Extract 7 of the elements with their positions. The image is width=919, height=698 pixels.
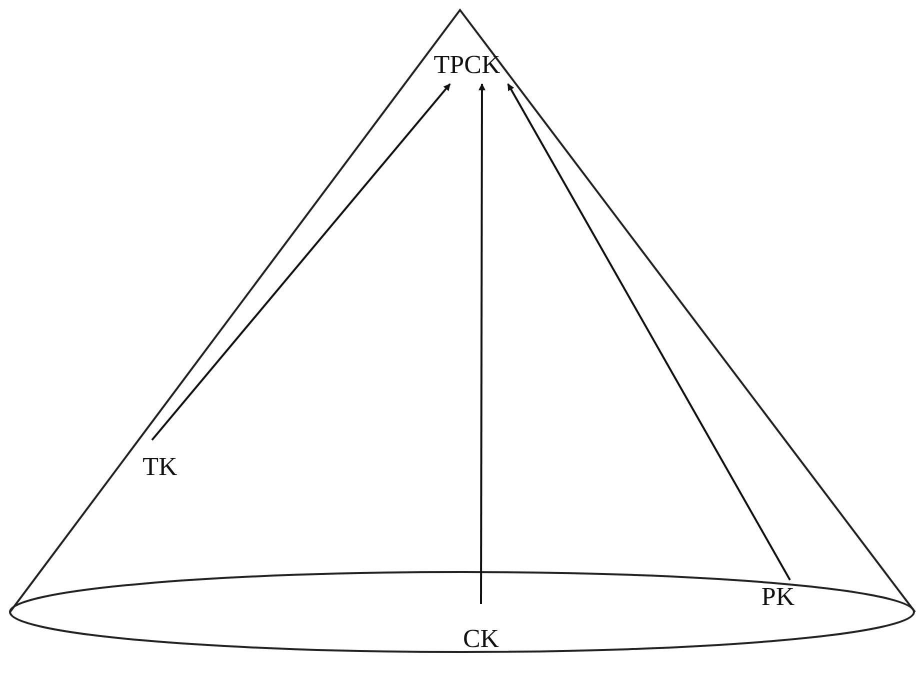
arrow <box>151 83 451 441</box>
node-label: CK <box>455 624 507 654</box>
node-label: TPCK <box>422 50 512 82</box>
arrow <box>507 83 791 580</box>
node-label: TK <box>135 452 185 482</box>
node-label: PK <box>752 582 804 612</box>
arrow <box>478 83 486 604</box>
